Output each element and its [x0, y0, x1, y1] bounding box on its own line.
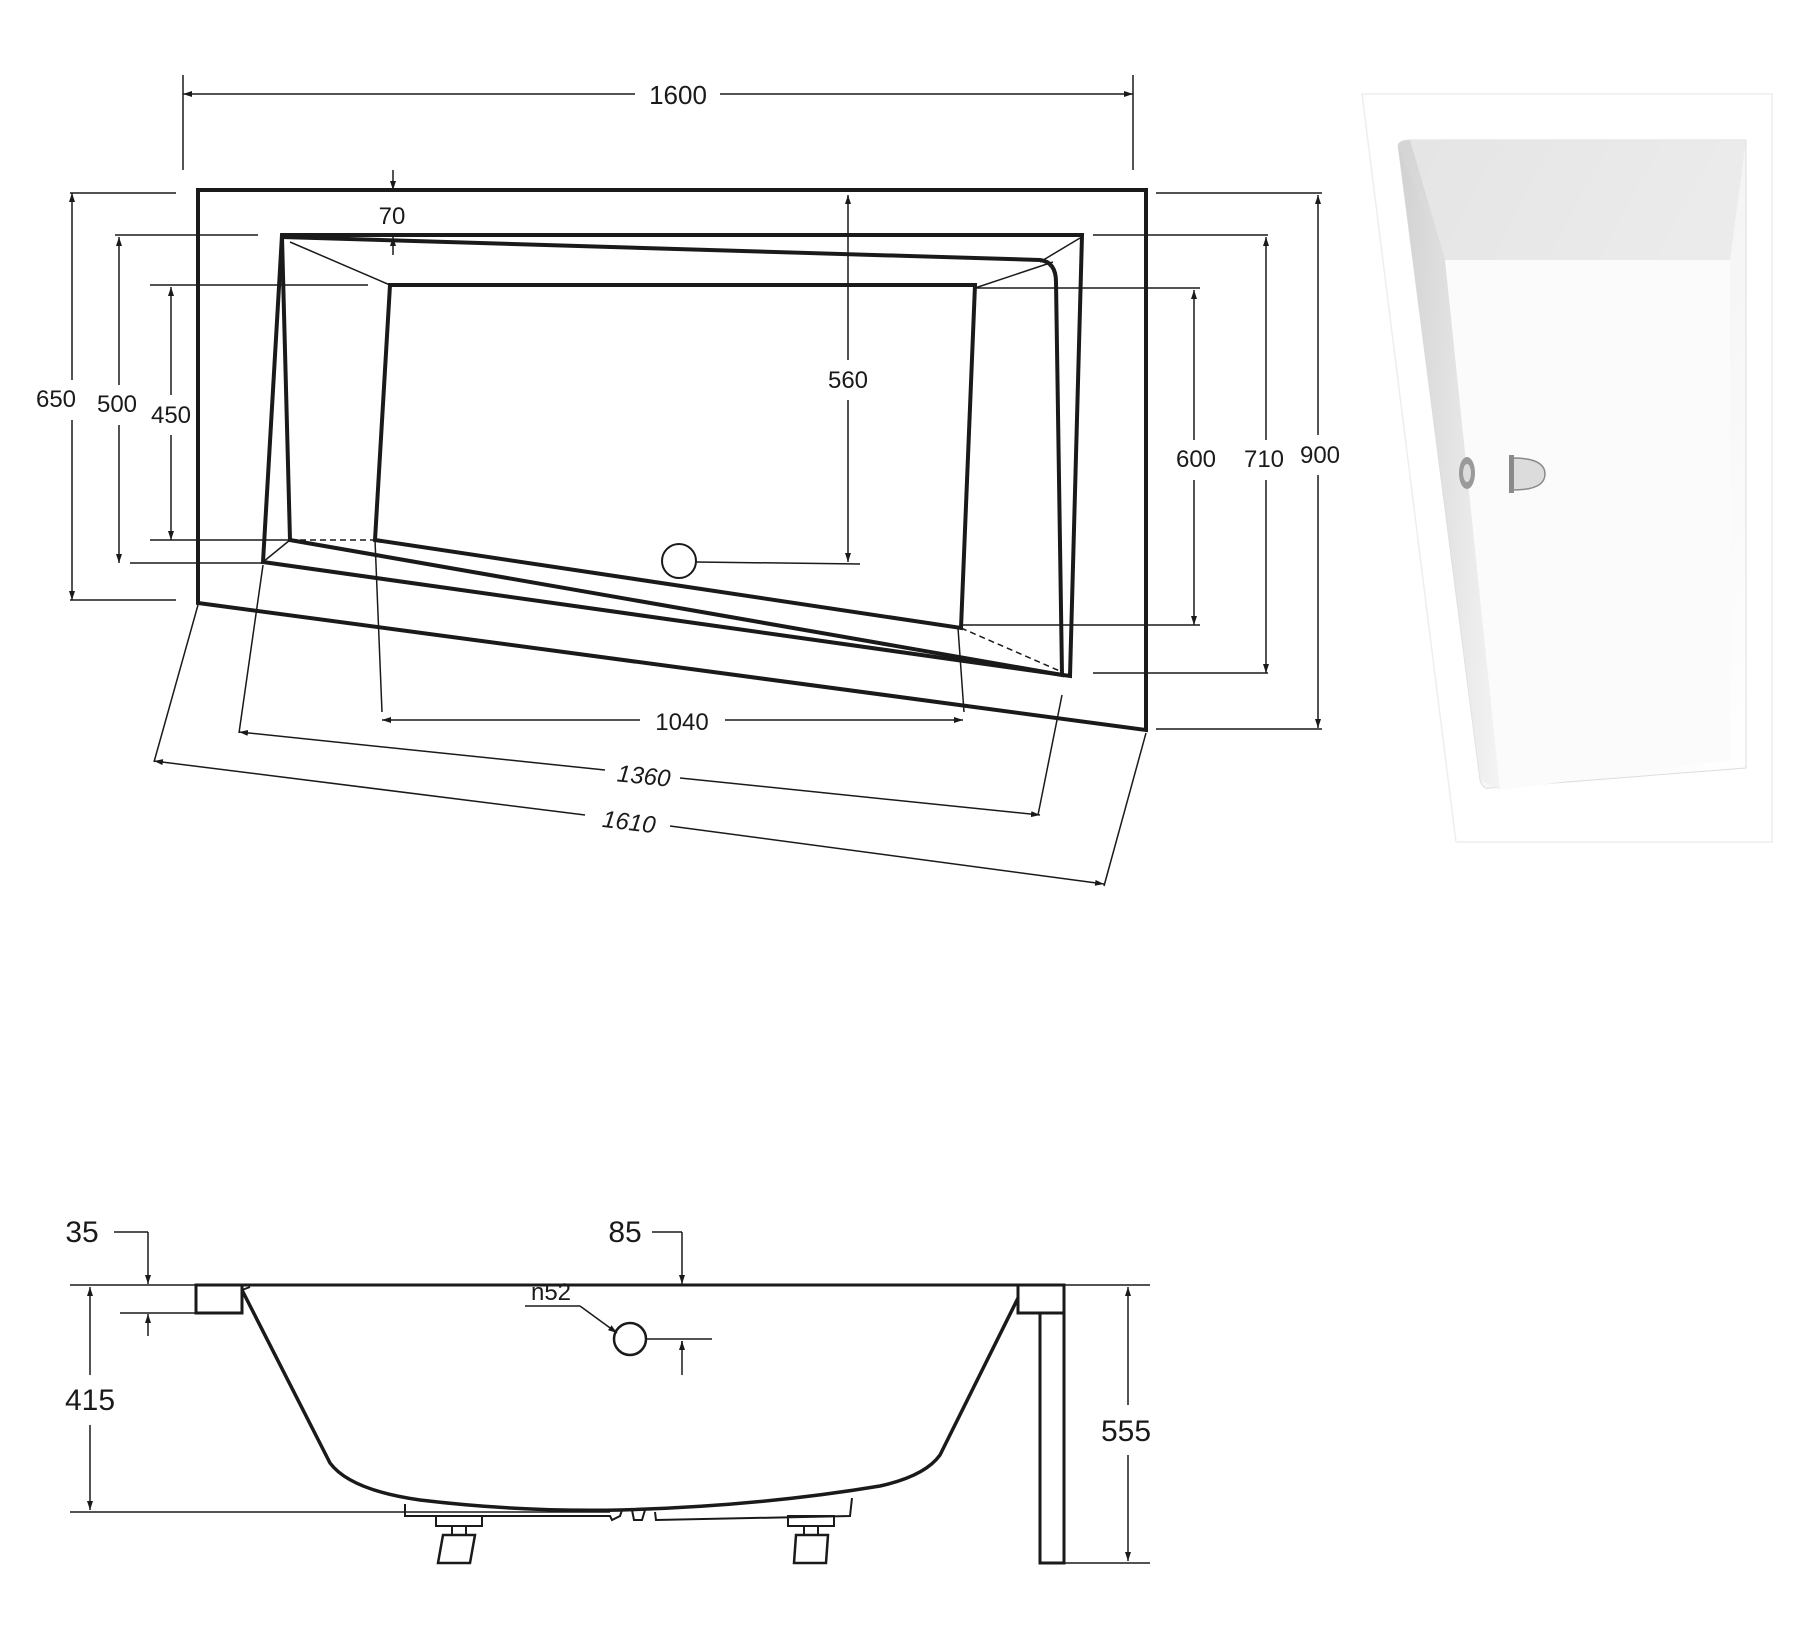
outer-contour: [196, 188, 1148, 733]
dim-bottom-inner-length-label: 1040: [655, 709, 708, 736]
dim-bottom-rim-length: 1360: [238, 564, 1063, 818]
drain-circle: [661, 543, 697, 579]
overflow-fitting-icon: [1459, 457, 1475, 489]
side-overflow-hole: [612, 1321, 648, 1357]
side-base-plate: [404, 1497, 853, 1522]
dim-right-rim-label: 710: [1244, 446, 1284, 473]
side-rim-left-block: [194, 1283, 244, 1315]
product-photo: [1361, 93, 1773, 843]
dim-right-overall: 900: [1156, 192, 1340, 730]
dim-overflow-diameter-label: n52: [531, 1279, 571, 1306]
dim-right-inner: 600: [961, 287, 1216, 626]
dim-overall-width: 1600: [182, 75, 1134, 170]
dim-bottom-overall-length: 1610: [153, 604, 1147, 887]
dim-inner-depth-label: 415: [65, 1384, 115, 1417]
side-support-leg: [1038, 1311, 1066, 1565]
dim-right-rim: 710: [1093, 234, 1284, 674]
top-view: 1600 70 560 650 500: [36, 75, 1340, 887]
dim-total-height-label: 555: [1101, 1415, 1151, 1448]
dim-rim-width: 70: [379, 170, 406, 255]
dim-inner-depth-center: 560: [695, 195, 868, 565]
side-foot-left: [435, 1515, 483, 1565]
inner-rim-edge: [279, 234, 1065, 678]
dim-right-inner-label: 600: [1176, 446, 1216, 473]
overflow-valve-icon: [1509, 455, 1546, 493]
dim-left-overall: 650: [36, 192, 176, 601]
photo-tub-wall-top: [1410, 140, 1746, 260]
side-foot-right: [787, 1515, 835, 1565]
dim-left-inner: 450: [150, 284, 368, 541]
dim-left-inner-label: 450: [151, 402, 191, 429]
dim-rim-thickness-label: 35: [65, 1216, 98, 1249]
dim-inner-depth-center-label: 560: [828, 367, 868, 394]
photo-tub-floor: [1445, 260, 1730, 790]
dim-bottom-rim-length-label: 1360: [616, 760, 672, 792]
dim-rim-thickness: 35: [65, 1216, 196, 1336]
dim-right-overall-label: 900: [1300, 442, 1340, 469]
dim-left-overall-label: 650: [36, 386, 76, 413]
side-view: 35 85 n52 415: [65, 1216, 1151, 1565]
dim-overall-width-label: 1600: [649, 80, 707, 110]
dim-bottom-inner-length: 1040: [374, 539, 965, 736]
dim-total-height: 555: [1064, 1284, 1151, 1564]
dim-left-rim-label: 500: [97, 391, 137, 418]
dim-left-rim: 500: [97, 234, 263, 564]
dim-bottom-overall-length-label: 1610: [601, 806, 658, 839]
photo-tub-wall-left: [1398, 145, 1500, 790]
corner-diagonals: [262, 237, 1081, 673]
dim-inner-depth: 415: [65, 1284, 610, 1513]
rim-contour: [260, 233, 1085, 679]
dim-rim-width-label: 70: [379, 203, 406, 230]
side-basin-contour: [240, 1289, 1020, 1513]
side-rim-right-block: [1016, 1283, 1066, 1315]
dim-overflow-diameter: n52: [525, 1279, 618, 1334]
dim-rim-step: 85: [608, 1216, 712, 1375]
dim-rim-step-label: 85: [608, 1216, 641, 1249]
